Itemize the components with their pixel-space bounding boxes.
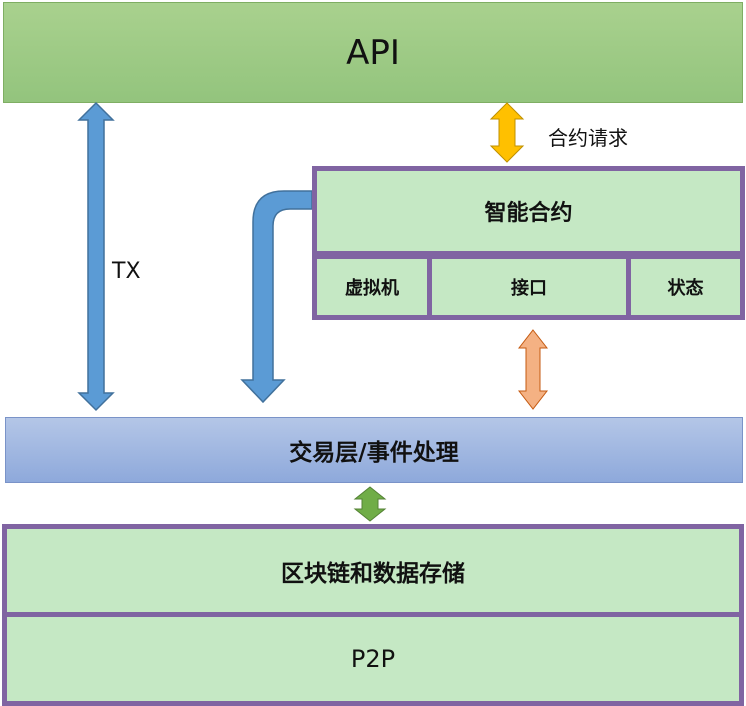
transaction-layer-label: 交易层/事件处理 <box>289 440 459 466</box>
contract-tx-double-arrow <box>517 329 549 410</box>
contract-request-double-arrow <box>489 102 525 163</box>
smart-contract-title: 智能合约 <box>484 201 573 226</box>
virtual-machine-box: 虚拟机 <box>312 254 432 320</box>
state-box: 状态 <box>626 254 745 320</box>
smart-contract-box: 智能合约 <box>312 166 745 256</box>
state-label: 状态 <box>667 278 704 299</box>
interface-box: 接口 <box>427 254 631 320</box>
blockchain-storage-label: 区块链和数据存储 <box>281 560 465 587</box>
interface-label: 接口 <box>511 278 547 299</box>
p2p-layer: P2P <box>2 612 744 706</box>
tx-label: TX <box>112 259 141 284</box>
api-label: API <box>346 32 400 73</box>
tx-storage-double-arrow <box>353 486 387 522</box>
api-layer: API <box>3 2 743 103</box>
tx-double-arrow <box>77 101 115 412</box>
p2p-label: P2P <box>350 645 396 673</box>
contract-request-label: 合约请求 <box>548 126 628 150</box>
contract-to-tx-bent-arrow <box>240 190 313 404</box>
virtual-machine-label: 虚拟机 <box>345 278 399 299</box>
transaction-layer: 交易层/事件处理 <box>5 417 743 483</box>
blockchain-storage-layer: 区块链和数据存储 <box>2 524 744 617</box>
